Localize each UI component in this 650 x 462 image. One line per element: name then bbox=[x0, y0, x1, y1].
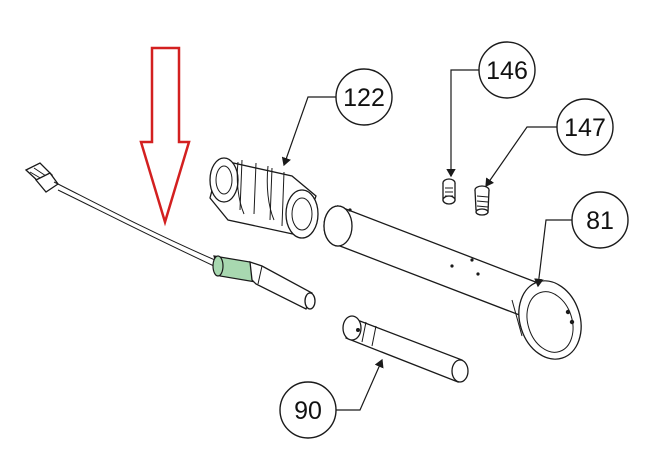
callout-122-label: 122 bbox=[343, 84, 385, 112]
callout-147: 147 bbox=[556, 98, 614, 156]
part-122-sleeve bbox=[209, 157, 319, 239]
sensor-cable-assembly bbox=[24, 162, 316, 310]
part-147-pin bbox=[474, 185, 490, 216]
part-81-tube bbox=[323, 205, 582, 360]
callout-90-label: 90 bbox=[294, 397, 322, 425]
callout-146-label: 146 bbox=[486, 57, 528, 85]
callout-147-label: 147 bbox=[564, 114, 606, 142]
part-146-screw bbox=[442, 178, 456, 205]
callout-146: 146 bbox=[478, 41, 536, 99]
down-arrow-icon bbox=[139, 46, 191, 227]
leader-122 bbox=[281, 96, 336, 167]
callout-81-label: 81 bbox=[586, 207, 614, 235]
leader-146 bbox=[446, 69, 479, 178]
leader-90 bbox=[336, 358, 384, 411]
callout-122: 122 bbox=[335, 68, 393, 126]
leader-81 bbox=[534, 219, 572, 288]
callout-90: 90 bbox=[279, 381, 337, 439]
callout-81: 81 bbox=[571, 191, 629, 249]
leader-147 bbox=[485, 126, 557, 187]
part-90-shaft bbox=[342, 315, 469, 383]
